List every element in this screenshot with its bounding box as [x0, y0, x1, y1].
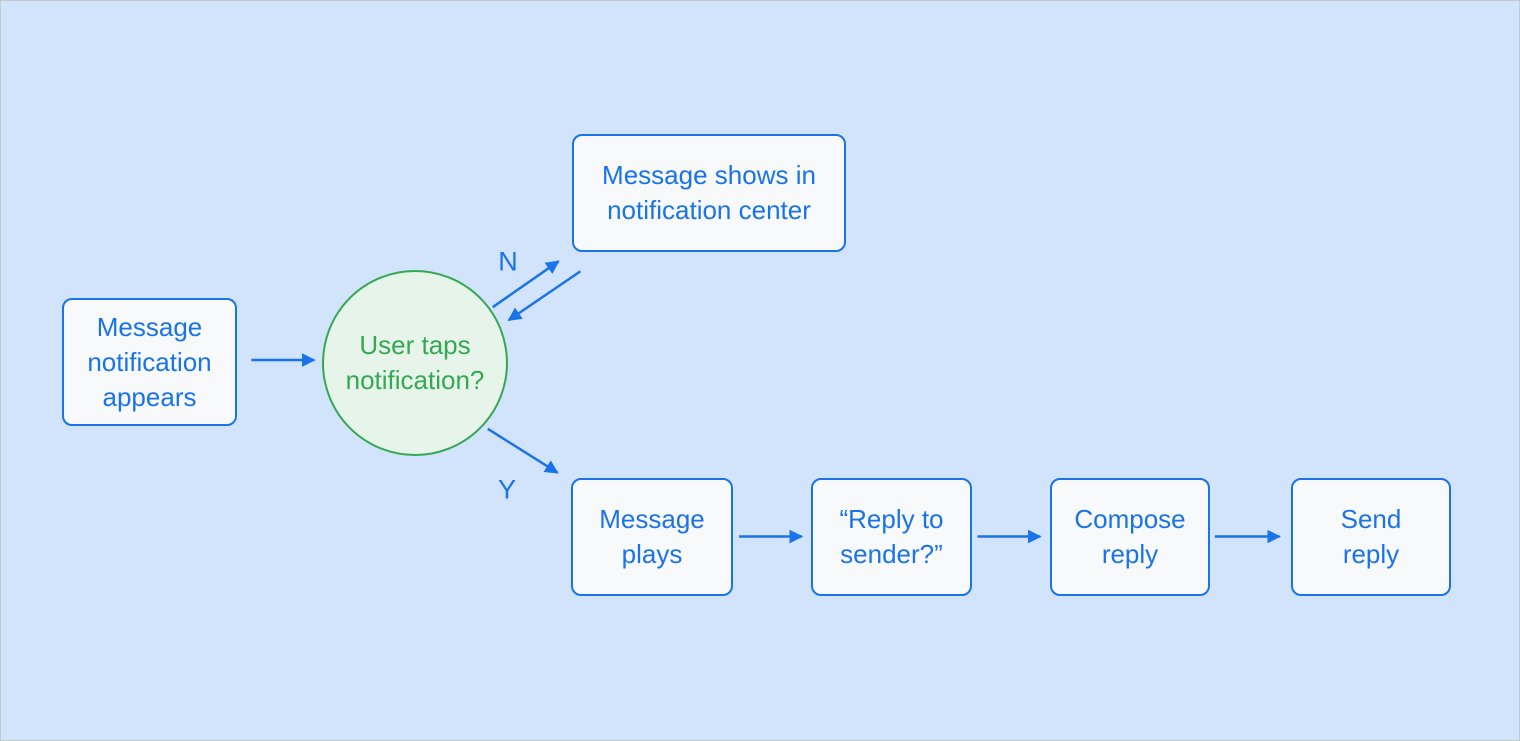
node-reply-to-sender: “Reply to sender?” [811, 478, 972, 596]
edge-notification-center-to-decision [507, 270, 582, 322]
edge-label-no: N [498, 246, 518, 277]
edge-decision-to-message-plays [487, 427, 559, 474]
node-message-shows-in-notification-center: Message shows in notification center [572, 134, 846, 252]
node-send-reply: Send reply [1291, 478, 1451, 596]
node-user-taps-notification-decision: User taps notification? [322, 270, 508, 456]
node-message-plays: Message plays [571, 478, 733, 596]
node-message-notification-appears: Message notification appears [62, 298, 237, 426]
edge-label-yes: Y [497, 474, 517, 505]
node-compose-reply: Compose reply [1050, 478, 1210, 596]
